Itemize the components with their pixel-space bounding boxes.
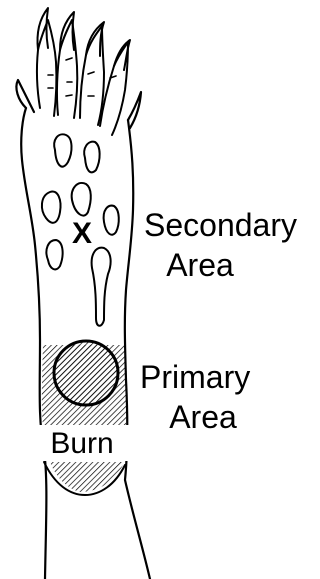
primary-area-circle xyxy=(54,341,118,405)
paw-outline xyxy=(16,80,150,579)
primary-area-label-line2: Area xyxy=(169,399,237,435)
toes xyxy=(37,8,130,135)
secondary-area-x-mark: X xyxy=(72,217,92,250)
secondary-area-label-line1: Secondary xyxy=(144,207,297,243)
burn-label: Burn xyxy=(50,427,113,460)
primary-area-label-line1: Primary xyxy=(140,359,250,395)
secondary-area-label-line2: Area xyxy=(166,247,234,283)
